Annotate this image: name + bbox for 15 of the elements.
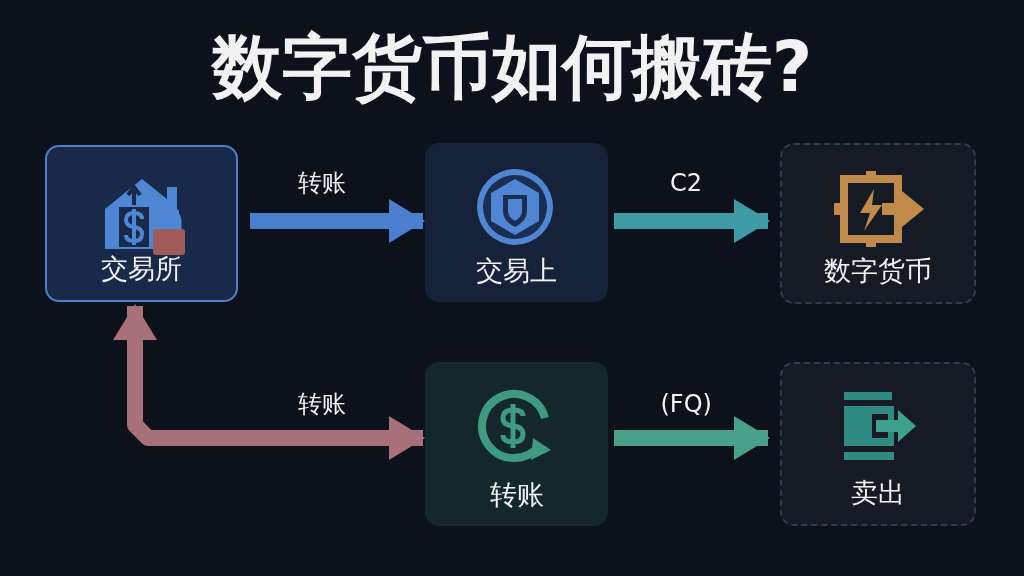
arrow	[113, 304, 425, 460]
arrow	[250, 199, 425, 243]
dashed-box	[780, 143, 976, 304]
process-box	[425, 362, 608, 526]
arrow	[614, 199, 770, 243]
node-label: 交易上	[475, 254, 558, 288]
dashed-box	[780, 362, 976, 526]
node-label: 卖出	[850, 476, 906, 510]
node-label: 交易所	[100, 252, 183, 286]
node-label: 数字货币	[823, 254, 933, 288]
arrow	[614, 416, 770, 460]
process-box	[425, 143, 608, 302]
process-box	[45, 145, 238, 302]
title: 数字货币如何搬砖?	[210, 25, 814, 110]
node-label: 转账	[488, 478, 545, 512]
